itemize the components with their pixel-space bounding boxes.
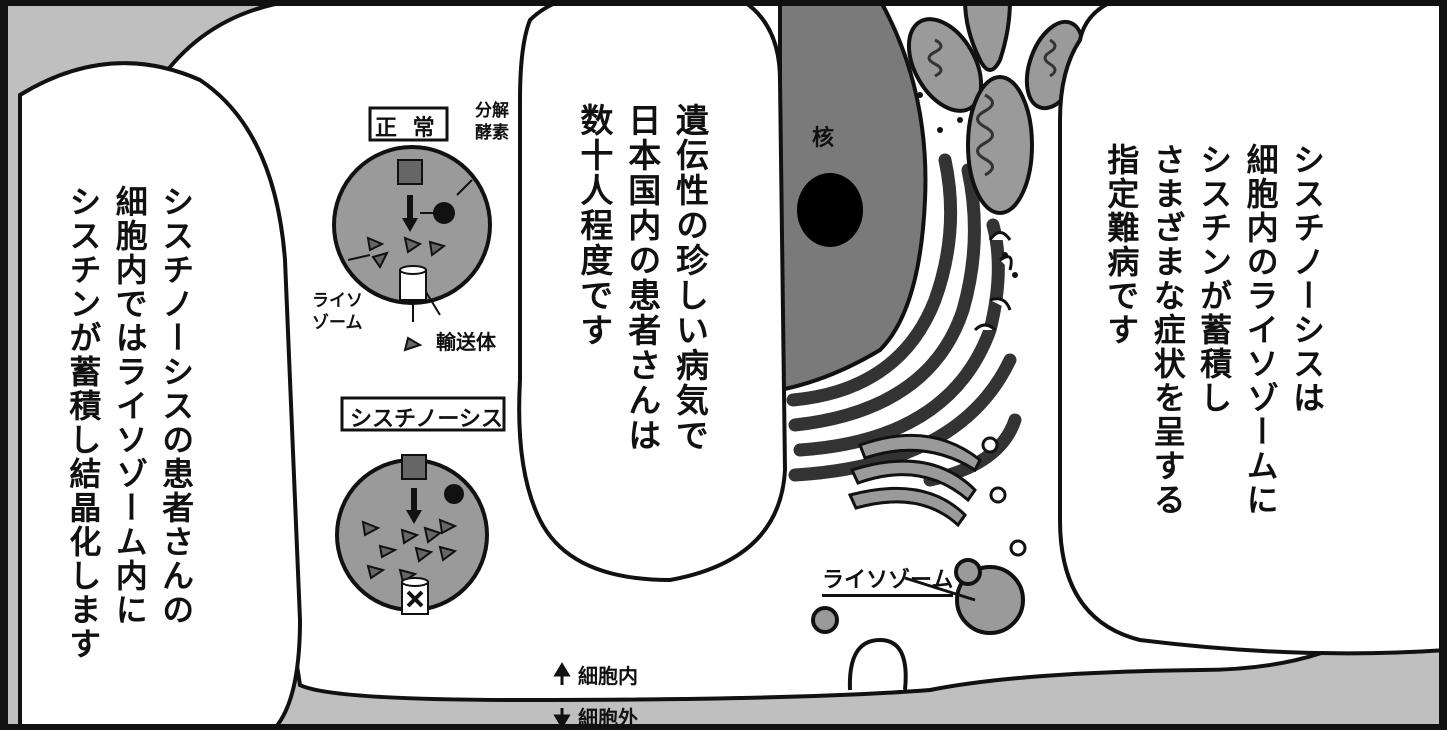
normal-label: 正 常	[375, 116, 439, 141]
speech-bubble-right-text: シスチノーシスは 細胞内のライソゾームに シスチンが蓄積し さまざまな症状を呈す…	[1102, 143, 1326, 517]
mito-cristae	[927, 38, 1057, 177]
enzyme-label-line2: 酵素	[475, 123, 509, 143]
lysosome-small-label: ライソ ゾーム	[312, 290, 363, 334]
membrane-arrows	[553, 662, 571, 729]
nucleus-label: 核	[812, 126, 835, 151]
mitochondria	[906, 0, 1086, 215]
lysosome-label: ライソゾーム	[822, 562, 954, 597]
speech-bubble-left-text: シスチノーシスの患者さんの 細胞内ではライソゾーム内に シスチンが蓄積し結晶化し…	[64, 185, 196, 661]
speech-bubble-middle-text: 遺伝性の珍しい病気で 日本国内の患者さんは 数十人程度です	[574, 103, 710, 453]
enzyme-label: 分解 酵素	[475, 100, 509, 144]
cystinosis-lysosome-diagram	[335, 396, 506, 615]
intracellular-label: 細胞内	[578, 664, 638, 688]
transporter-label: 輸送体	[436, 330, 496, 354]
membrane-bud	[847, 637, 908, 691]
enzyme-label-line1: 分解	[475, 101, 509, 121]
speech-bubble-right	[1058, 0, 1447, 656]
nucleus	[778, 0, 928, 393]
lysosome-organelles	[811, 558, 1025, 635]
golgi-apparatus	[847, 433, 1027, 557]
lysosome-small-label-line1: ライソ	[312, 291, 363, 311]
extracellular-label: 細胞外	[578, 706, 638, 730]
speech-bubble-middle	[517, 0, 788, 583]
vesicles	[973, 231, 1013, 332]
cystinosis-label: シスチノーシス	[350, 407, 503, 432]
lysosome-pointer	[904, 576, 976, 602]
normal-lysosome-diagram	[332, 106, 492, 352]
lysosome-small-label-line2: ゾーム	[312, 313, 363, 333]
speech-bubble-left	[18, 61, 303, 730]
